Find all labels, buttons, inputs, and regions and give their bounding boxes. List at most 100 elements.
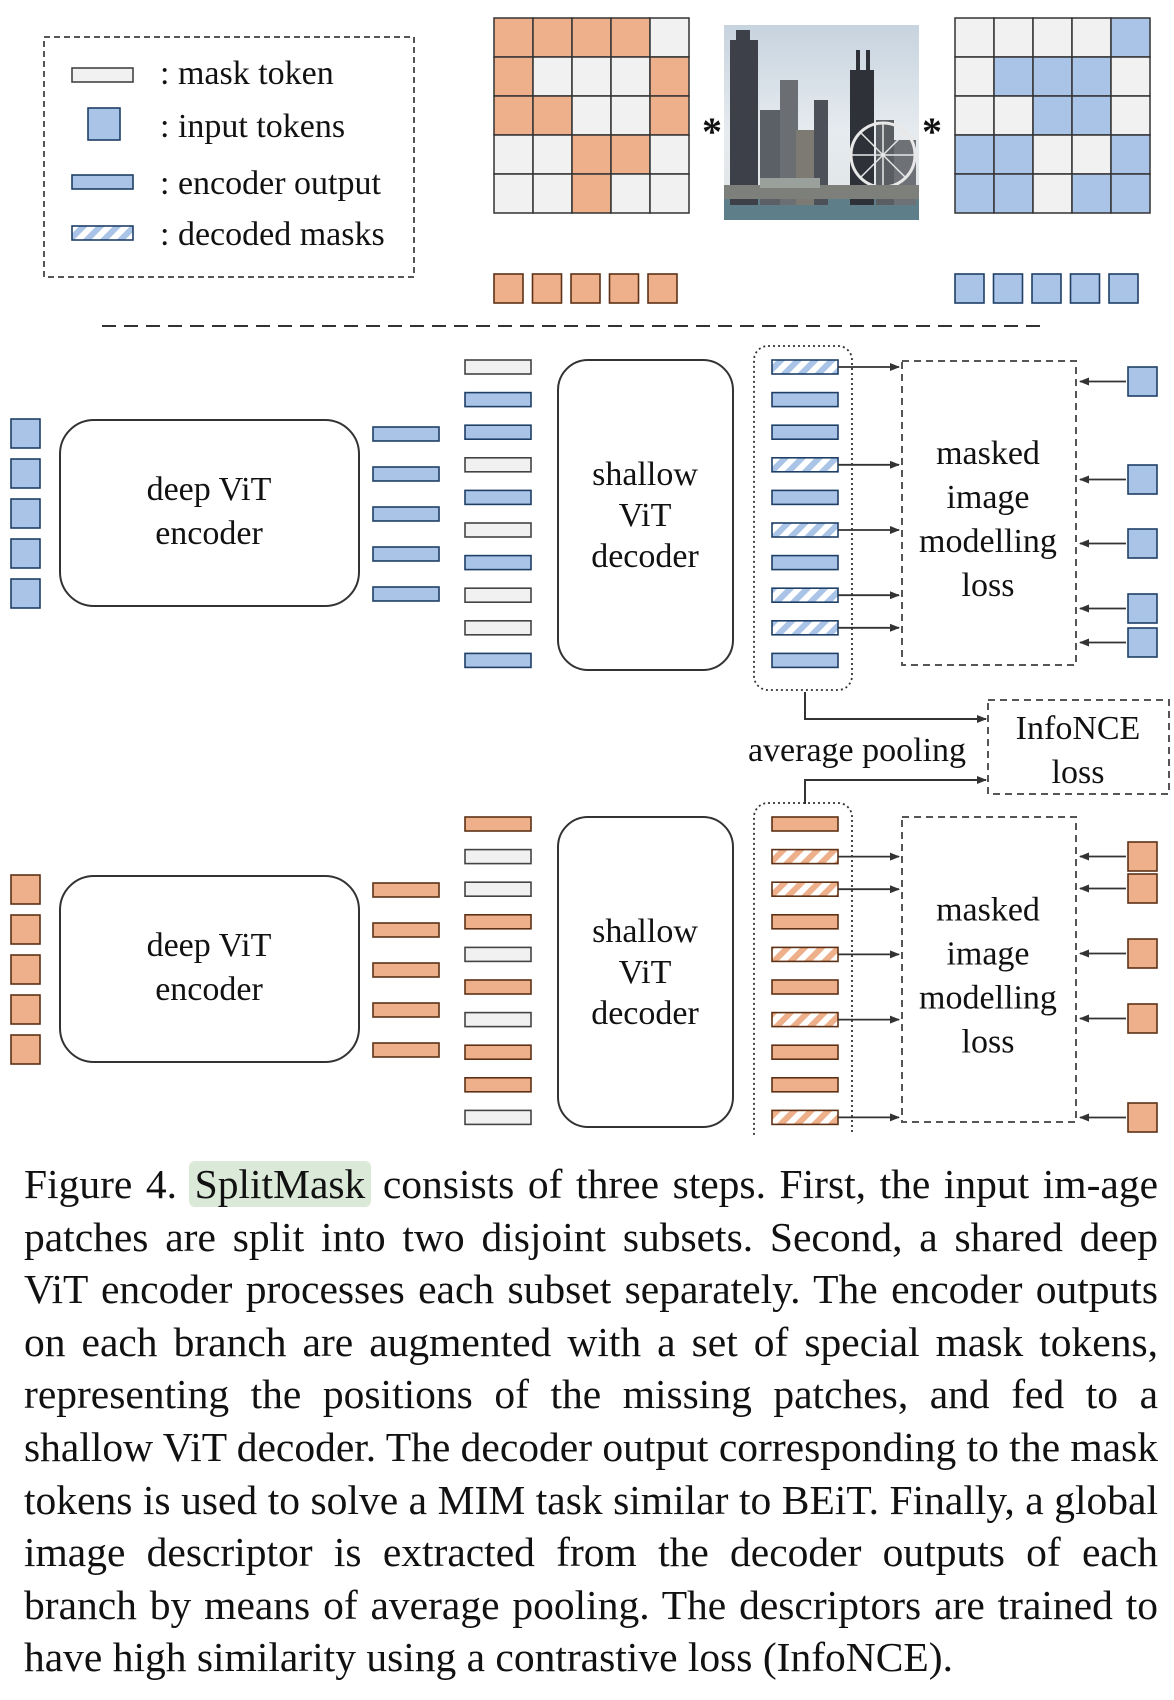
input-token xyxy=(992,273,1024,304)
patch-token xyxy=(10,874,41,905)
grid-cell xyxy=(610,134,651,175)
encoder-output-token xyxy=(372,546,440,562)
grid-cell xyxy=(1071,56,1112,97)
encoder-label-line2: encoder xyxy=(155,971,263,1008)
encoder-label-line1: deep ViT xyxy=(147,927,272,964)
decoder-label-line1: shallow xyxy=(592,456,698,493)
encoder-output-token xyxy=(464,652,532,669)
grid-cell xyxy=(954,17,995,58)
mask-token xyxy=(464,522,532,538)
grid-cell xyxy=(610,56,651,97)
grid-cell xyxy=(1071,173,1112,214)
grid-cell xyxy=(649,17,690,58)
decoder-label-line3: decoder xyxy=(591,538,699,575)
mask-token xyxy=(464,1011,532,1028)
loss-label-line4: loss xyxy=(962,567,1015,604)
right-multiply-symbol: * xyxy=(922,109,942,154)
encoder-output-token xyxy=(372,586,440,602)
loss-label-line2: image xyxy=(946,936,1029,973)
mask-token xyxy=(464,848,532,865)
grid-cell xyxy=(1071,134,1112,175)
input-token xyxy=(570,273,601,304)
grid-cell xyxy=(532,95,573,136)
average-pooling-label: average pooling xyxy=(748,732,966,769)
left-mask-grid xyxy=(493,17,690,214)
grid-cell xyxy=(1032,17,1073,58)
grid-cell xyxy=(954,95,995,136)
mask-token xyxy=(464,881,532,898)
encoder-output-token xyxy=(464,489,532,506)
grid-cell xyxy=(493,56,534,97)
grid-cell xyxy=(1110,95,1151,136)
splitmask-figure: : mask token : input tokens : encoder ou… xyxy=(10,17,1170,1135)
grid-cell xyxy=(532,134,573,175)
patch-token xyxy=(10,1034,41,1065)
encoder-output-token xyxy=(464,816,532,832)
grid-cell xyxy=(1110,134,1151,175)
legend-mask-swatch xyxy=(71,67,134,83)
decoder-output-token xyxy=(771,1077,839,1093)
orange-branch: deep ViTencodershallowViTdecodermaskedim… xyxy=(10,802,1158,1135)
decoder-output-token xyxy=(771,1044,839,1060)
decoded-mask-token xyxy=(771,848,839,865)
decoded-mask-token xyxy=(771,946,839,963)
target-token xyxy=(1127,464,1158,495)
grid-cell xyxy=(1032,95,1073,136)
loss-label-line3: modelling xyxy=(919,980,1057,1017)
encoder-output-token xyxy=(372,882,440,898)
loss-label-line4: loss xyxy=(962,1024,1015,1061)
grid-cell xyxy=(493,95,534,136)
target-token xyxy=(1127,366,1158,397)
encoder-box xyxy=(59,875,360,1063)
city-photo xyxy=(724,25,919,220)
infonce-label-line1: InfoNCE xyxy=(1016,710,1141,747)
encoder-label-line1: deep ViT xyxy=(147,471,272,508)
mask-token xyxy=(464,456,532,473)
left-multiply-symbol: * xyxy=(702,109,722,154)
decoder-output-token xyxy=(771,913,839,930)
grid-cell xyxy=(532,173,573,214)
pooling-arrow-top xyxy=(804,692,987,723)
loss-label-line1: masked xyxy=(936,435,1040,472)
encoder-output-token xyxy=(464,1077,532,1093)
grid-cell xyxy=(993,134,1034,175)
patch-token xyxy=(10,498,41,529)
legend-decoded-swatch xyxy=(71,225,134,241)
input-token xyxy=(647,273,678,304)
patch-token xyxy=(10,458,41,489)
caption-text: consists of three steps. First, the inpu… xyxy=(24,1161,1159,1681)
target-token xyxy=(1127,841,1158,872)
encoder-output-token xyxy=(464,424,532,441)
pooling-arrow-bottom xyxy=(804,776,987,804)
decoder-output-token xyxy=(771,391,839,408)
encoder-output-token xyxy=(464,979,532,995)
caption-prefix: Figure 4. xyxy=(24,1161,191,1207)
decoder-output-token xyxy=(771,816,839,832)
target-token xyxy=(1127,873,1158,904)
infonce-loss-box: InfoNCE loss xyxy=(987,699,1170,795)
decoded-mask-token xyxy=(771,522,839,538)
input-token xyxy=(954,273,985,304)
encoder-output-token xyxy=(372,466,440,482)
target-token xyxy=(1127,1003,1158,1034)
target-token xyxy=(1127,1102,1158,1133)
decoder-label-line1: shallow xyxy=(592,913,698,950)
grid-cell xyxy=(610,95,651,136)
encoder-output-token xyxy=(372,426,440,442)
decoded-mask-token xyxy=(771,1109,839,1126)
decoder-label-line2: ViT xyxy=(619,954,672,991)
encoder-output-token xyxy=(372,922,440,938)
encoder-output-token xyxy=(464,913,532,930)
patch-token xyxy=(10,418,41,449)
patch-token xyxy=(10,578,41,609)
grid-cell xyxy=(954,173,995,214)
decoder-output-token xyxy=(771,979,839,995)
mask-token xyxy=(464,1109,532,1126)
encoder-output-token xyxy=(464,391,532,408)
decoder-box xyxy=(557,359,734,671)
decoder-output-token xyxy=(771,554,839,571)
grid-cell xyxy=(954,134,995,175)
grid-cell xyxy=(1110,17,1151,58)
mask-token xyxy=(464,619,532,636)
decoder-output-group xyxy=(753,345,853,691)
